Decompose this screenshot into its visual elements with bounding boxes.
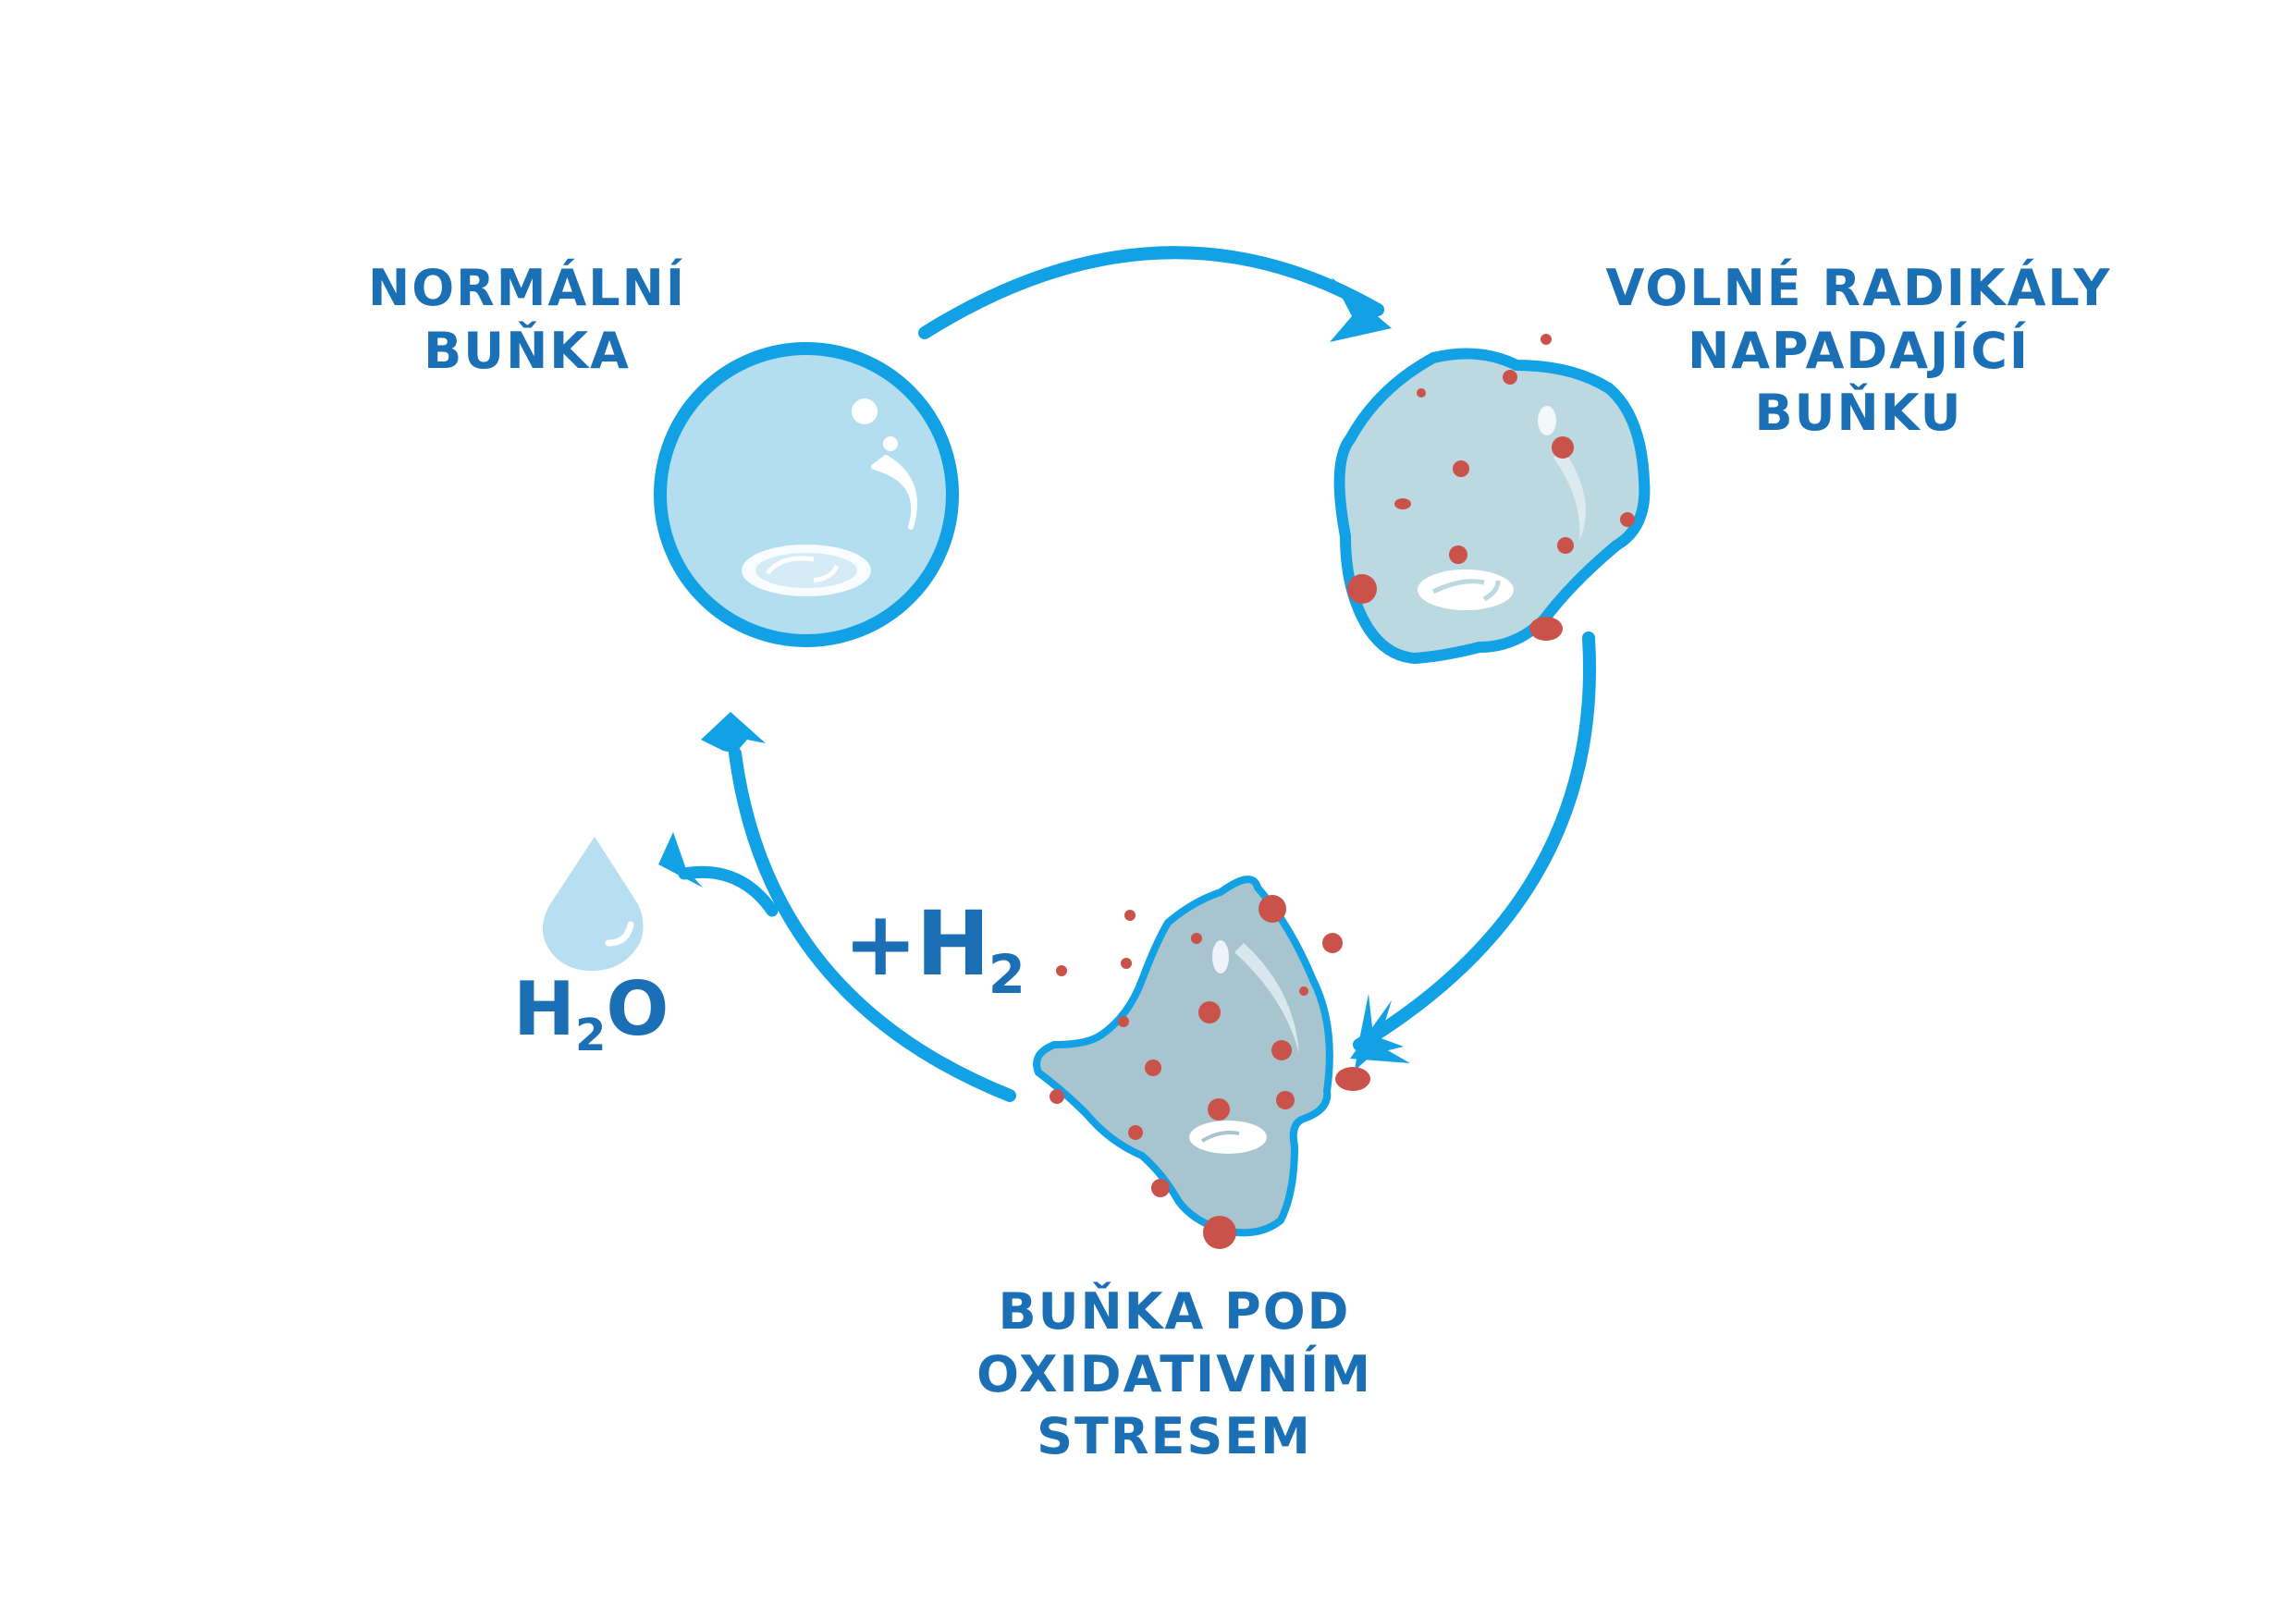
hydrogen-formula-prefix: +H	[843, 892, 990, 996]
normal-cell-label: NORMÁLNÍ BUŇKA	[314, 257, 740, 382]
radicals-attack-label-line-3: BUŇKU	[1754, 384, 1963, 442]
water-formula-prefix: H	[513, 966, 575, 1052]
arrow-left	[701, 712, 1016, 1102]
oxidative-stress-label-line-1: BUŇKA POD	[998, 1282, 1351, 1341]
arrow-water-branch	[658, 832, 779, 917]
oxidative-stress-label-line-2: OXIDATIVNÍM	[976, 1344, 1372, 1403]
water-formula-suffix: O	[606, 966, 669, 1052]
radicals-group-bottom	[1050, 895, 1370, 1249]
water-drop-icon	[542, 837, 644, 971]
radicals-group-top	[1347, 334, 1635, 641]
normal-cell	[654, 342, 959, 647]
oxidative-stress-label: BUŇKA POD OXIDATIVNÍM STRESEM	[943, 1280, 1406, 1468]
normal-cell-label-line-1: NORMÁLNÍ	[368, 259, 686, 317]
arrow-right	[1350, 631, 1596, 1071]
oxidative-stress-label-line-3: STRESEM	[1037, 1407, 1312, 1465]
normal-cell-label-line-2: BUŇKA	[424, 321, 631, 380]
stressed-cell	[1033, 876, 1333, 1237]
hydrogen-formula-subscript: 2	[988, 944, 1025, 1007]
radicals-attack-label: VOLNÉ RADIKÁLY NAPADAJÍCÍ BUŇKU	[1563, 257, 2155, 445]
water-formula: H2O	[513, 966, 669, 1058]
damaged-cell	[1333, 348, 1651, 664]
hydrogen-formula: +H2	[843, 892, 1025, 1001]
radicals-attack-label-line-1: VOLNÉ RADIKÁLY	[1605, 259, 2112, 317]
water-formula-subscript: 2	[574, 1009, 607, 1061]
arrow-top	[918, 246, 1392, 342]
damaged-cell-body	[1333, 348, 1651, 664]
radicals-attack-label-line-2: NAPADAJÍCÍ	[1688, 321, 2030, 380]
